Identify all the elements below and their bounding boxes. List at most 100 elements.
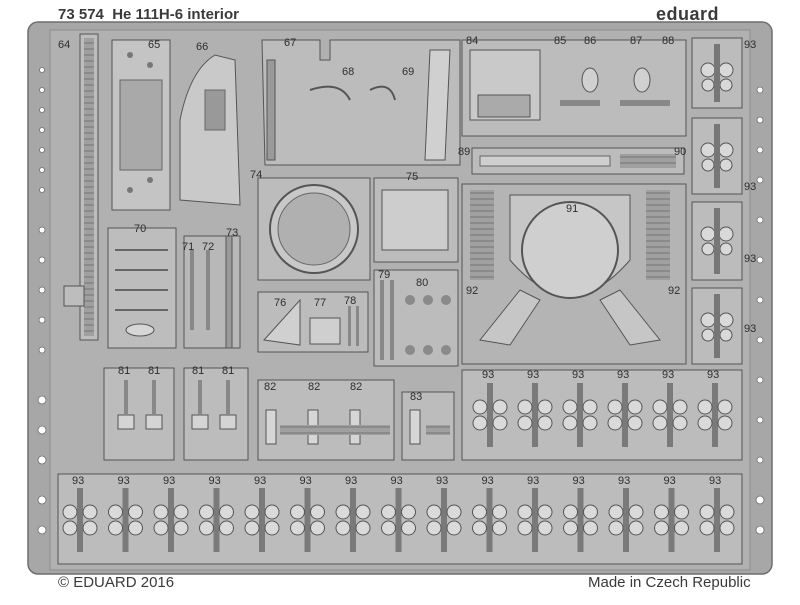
label-93: 93 (617, 369, 629, 381)
label-93r3: 93 (744, 253, 756, 265)
part-65 (111, 39, 171, 211)
label-91: 91 (566, 203, 578, 215)
label-71: 71 (182, 241, 194, 253)
label-92a: 92 (466, 285, 478, 297)
label-87: 87 (630, 35, 642, 47)
label-66: 66 (196, 41, 208, 53)
part-93-item (290, 488, 325, 552)
part-93-item (607, 383, 643, 447)
label-93: 93 (709, 475, 721, 487)
label-73: 73 (226, 227, 238, 239)
part-81-group (103, 367, 249, 461)
part-74 (257, 177, 371, 281)
label-93r4: 93 (744, 323, 756, 335)
label-77: 77 (314, 297, 326, 309)
sheet-title: 73 574 He 111H-6 interior (58, 6, 239, 23)
part-93-item (199, 488, 234, 552)
part-75 (373, 177, 459, 263)
label-69: 69 (402, 66, 414, 78)
label-82c: 82 (350, 381, 362, 393)
label-93: 93 (436, 475, 448, 487)
part-93-right-column (691, 37, 743, 365)
part-93-middle-row (461, 369, 743, 461)
label-93: 93 (345, 475, 357, 487)
label-92b: 92 (668, 285, 680, 297)
part-93-item (153, 488, 189, 552)
label-70: 70 (134, 223, 146, 235)
label-83: 83 (410, 391, 422, 403)
label-81d: 81 (222, 365, 234, 377)
label-80: 80 (416, 277, 428, 289)
part-82-group (257, 379, 395, 461)
part-93-item (699, 488, 735, 552)
label-93: 93 (391, 475, 403, 487)
label-93: 93 (118, 475, 130, 487)
part-93-item (426, 488, 462, 552)
part-93-item (244, 488, 280, 552)
label-81b: 81 (148, 365, 160, 377)
label-93: 93 (664, 475, 676, 487)
label-89: 89 (458, 146, 470, 158)
label-81c: 81 (192, 365, 204, 377)
label-84: 84 (466, 35, 478, 47)
part-64 (63, 33, 99, 341)
label-75: 75 (406, 171, 418, 183)
label-86: 86 (584, 35, 596, 47)
label-64: 64 (58, 39, 70, 51)
label-88: 88 (662, 35, 674, 47)
label-67: 67 (284, 37, 296, 49)
part-91-92 (461, 183, 687, 365)
label-65: 65 (148, 39, 160, 51)
part-93-item (608, 488, 644, 552)
part-93-item (62, 488, 98, 552)
label-93: 93 (527, 369, 539, 381)
label-93: 93 (662, 369, 674, 381)
label-93: 93 (482, 475, 494, 487)
label-79: 79 (378, 269, 390, 281)
part-70 (107, 227, 177, 349)
label-93: 93 (300, 475, 312, 487)
label-93: 93 (573, 475, 585, 487)
part-93-item (472, 383, 508, 447)
part-89-90 (471, 147, 685, 175)
label-93: 93 (707, 369, 719, 381)
part-93-bottom-row (57, 473, 743, 565)
label-82b: 82 (308, 381, 320, 393)
label-93: 93 (163, 475, 175, 487)
part-labels: 64 65 66 67 68 69 70 71 72 73 74 75 76 7… (58, 35, 756, 487)
label-93: 93 (72, 475, 84, 487)
left-edge-holes (37, 67, 47, 535)
part-93-item (381, 488, 416, 552)
part-67-69-panel (261, 39, 461, 166)
part-93-item (517, 488, 553, 552)
part-66 (179, 54, 241, 206)
label-93: 93 (572, 369, 584, 381)
label-82a: 82 (264, 381, 276, 393)
right-edge-holes (755, 86, 765, 535)
label-93: 93 (482, 369, 494, 381)
part-83 (401, 391, 455, 461)
label-85: 85 (554, 35, 566, 47)
part-84-88 (461, 39, 687, 137)
label-81a: 81 (118, 365, 130, 377)
part-93-item (654, 488, 689, 552)
label-93r1: 93 (744, 39, 756, 51)
part-93-item (517, 383, 553, 447)
brand-logo-text: eduard (656, 4, 720, 24)
label-74: 74 (250, 169, 262, 181)
part-93-item (335, 488, 371, 552)
label-93: 93 (209, 475, 221, 487)
copyright-text: © EDUARD 2016 (58, 574, 175, 591)
label-93: 93 (527, 475, 539, 487)
label-90: 90 (674, 146, 686, 158)
part-71-73 (183, 235, 241, 349)
label-72: 72 (202, 241, 214, 253)
part-93-item (472, 488, 507, 552)
label-93r2: 93 (744, 181, 756, 193)
part-93-item (562, 383, 598, 447)
part-93-item (563, 488, 598, 552)
label-76: 76 (274, 297, 286, 309)
part-76-78 (257, 291, 369, 353)
